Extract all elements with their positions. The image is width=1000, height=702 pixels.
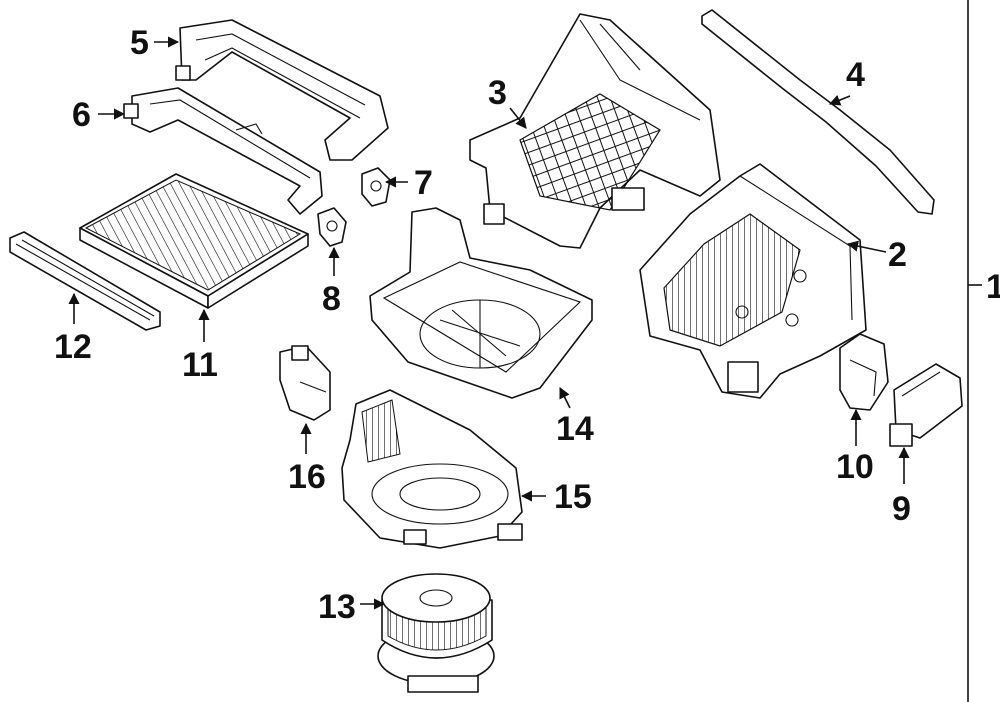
callout-15: 15: [554, 478, 592, 516]
part-4-seal-strip: [701, 9, 935, 215]
callout-11: 11: [182, 346, 218, 384]
part-10-actuator: [839, 333, 889, 411]
part-2-heater-case: [639, 163, 867, 399]
callout-6: 6: [72, 96, 91, 134]
callout-16: 16: [288, 458, 326, 496]
part-12-filter-cover: [9, 231, 161, 331]
callout-10: 10: [836, 448, 874, 486]
assembly-bracket: [967, 0, 982, 702]
callout-1: 1: [986, 268, 1000, 306]
part-7-clip: [361, 167, 391, 207]
callout-13: 13: [318, 588, 356, 626]
part-8-clip: [317, 207, 347, 247]
callout-8: 8: [322, 280, 341, 318]
part-11-cabin-filter: [79, 173, 309, 309]
part-5-duct-frame: [175, 19, 389, 161]
callout-7: 7: [414, 164, 433, 202]
callout-14: 14: [556, 410, 594, 448]
callout-12: 12: [54, 328, 92, 366]
callout-4: 4: [846, 56, 865, 94]
part-15-blower-lower-case: [341, 389, 523, 549]
leader-lines: [68, 36, 910, 610]
part-14-blower-upper-case: [369, 207, 593, 399]
part-13-blower-motor: [377, 573, 495, 693]
part-9-actuator-motor: [889, 363, 963, 447]
callout-5: 5: [130, 24, 149, 62]
part-16-blower-resistor: [279, 345, 331, 421]
callout-2: 2: [888, 236, 907, 274]
part-3-distribution-duct: [469, 13, 721, 249]
part-6-duct-frame: [123, 87, 323, 215]
callout-9: 9: [892, 490, 911, 528]
callout-3: 3: [488, 74, 507, 112]
